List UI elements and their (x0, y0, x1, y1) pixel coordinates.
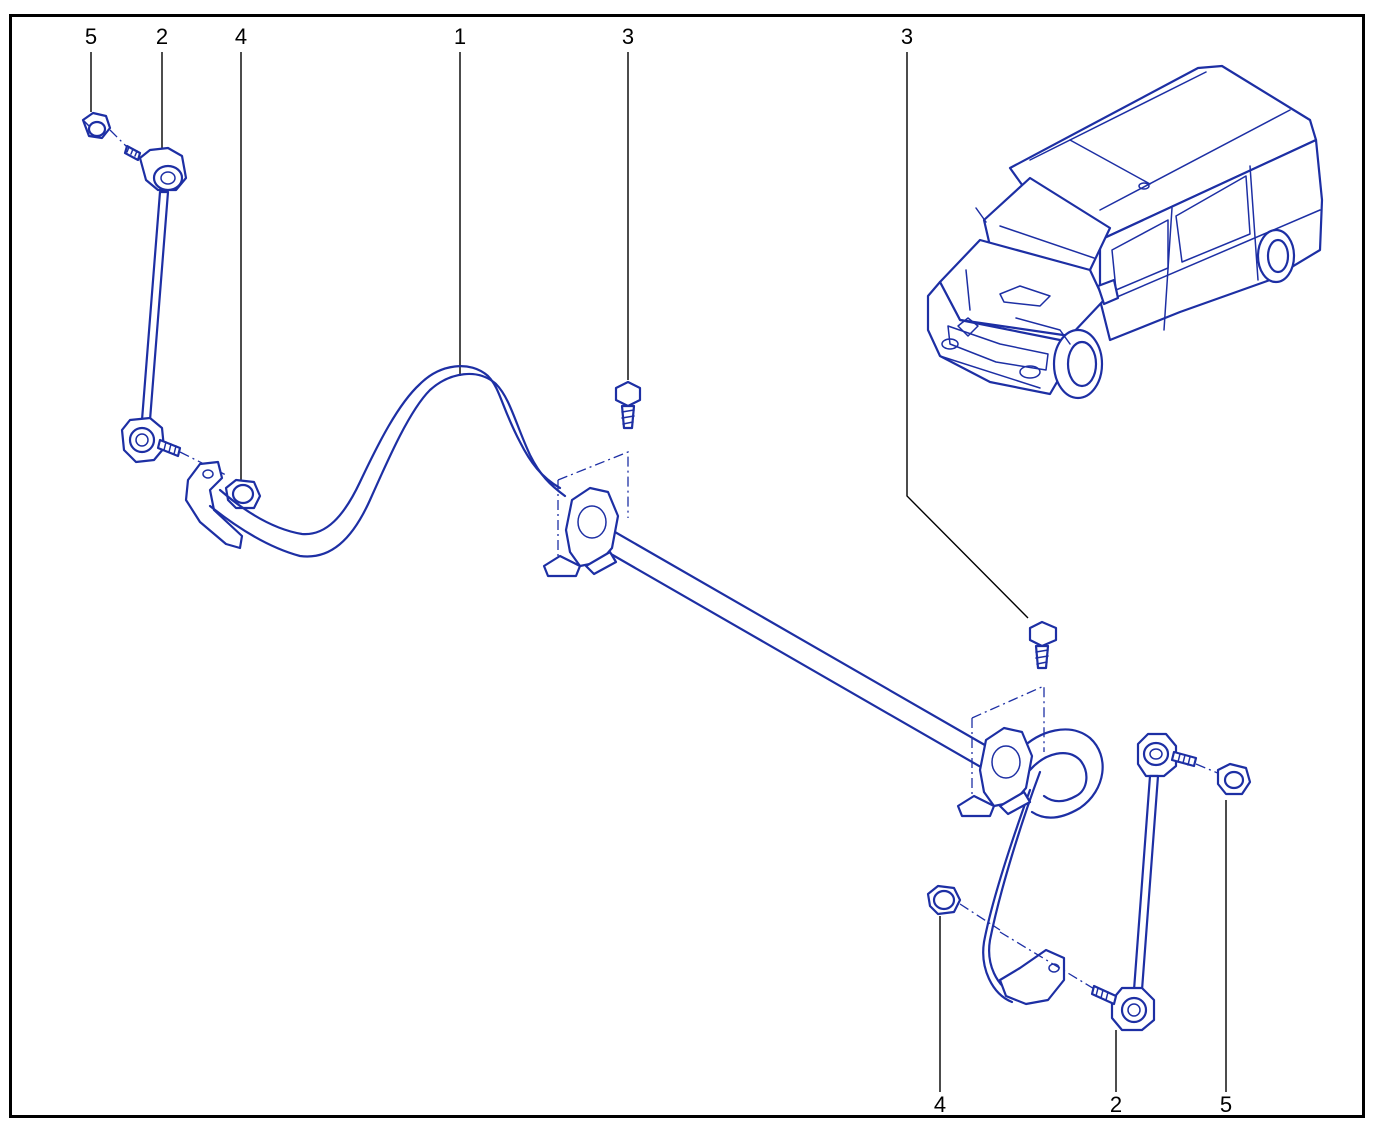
callout-2-top: 2 (156, 24, 168, 49)
callout-3-top-left: 3 (622, 24, 634, 49)
leader-lines (90, 52, 1227, 1092)
stabilizer-bar-1 (184, 365, 1104, 1006)
callout-5-top: 5 (85, 24, 97, 49)
nut-4-left (224, 478, 262, 510)
callout-2-bottom: 2 (1110, 1092, 1122, 1117)
callout-4-bottom: 4 (934, 1092, 946, 1117)
callout-3-top-right: 3 (901, 24, 913, 49)
callout-1-top: 1 (454, 24, 466, 49)
nut-5-left (81, 111, 112, 140)
link-rod-2-left (109, 129, 229, 477)
van-illustration (926, 64, 1324, 400)
link-rod-2-right (1090, 732, 1221, 1032)
callout-4-top: 4 (235, 24, 247, 49)
clamp-bushing-right (956, 620, 1058, 818)
nut-5-right (1216, 762, 1252, 796)
clamp-bushing-left (542, 380, 642, 578)
nut-4-right (926, 884, 1001, 931)
callout-5-bottom: 5 (1220, 1092, 1232, 1117)
